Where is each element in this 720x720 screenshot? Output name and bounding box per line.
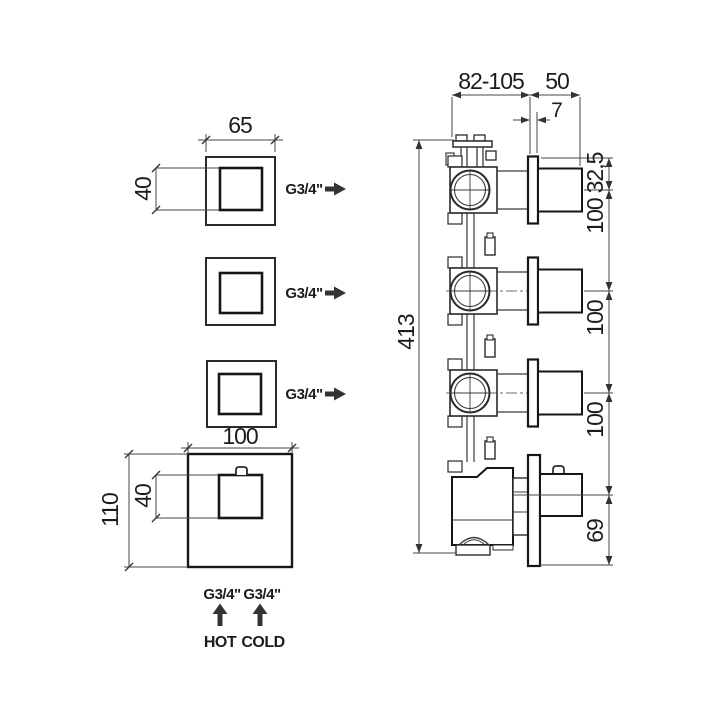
escutcheon-2 <box>205 257 276 326</box>
dim-width-65: 65 <box>198 112 283 152</box>
port-label-3: G3/4" <box>285 386 346 403</box>
escutcheon-1 <box>205 156 276 226</box>
dim-100b-label: 100 <box>582 300 608 336</box>
port-label-1: G3/4" <box>285 181 346 198</box>
dim-plate-110: 110 <box>97 449 188 572</box>
arrow-up-icon <box>212 603 228 626</box>
dim-plate-100: 100 <box>181 423 299 454</box>
dim-65-label: 65 <box>228 112 252 138</box>
valve-module-3 <box>446 358 584 428</box>
dim-82-105-label: 82-105 <box>458 68 524 94</box>
inlet-cold: G3/4" COLD <box>241 586 285 651</box>
inlet-hot: G3/4" HOT <box>203 586 241 651</box>
dim-chain-right: 32,5 100 100 100 69 <box>513 152 613 566</box>
arrow-right-icon <box>325 387 346 401</box>
dim-plate-handle-40: 40 <box>130 470 218 523</box>
port-label-2: G3/4" <box>285 285 346 302</box>
handle-tab <box>235 466 248 475</box>
front-view: 65 40 G3/4" G3/4" G3/4" <box>97 112 346 651</box>
side-view: 82-105 50 7 32,5 100 100 100 69 <box>393 68 613 568</box>
valve-module-1 <box>447 155 583 225</box>
service-fittings <box>484 232 496 460</box>
thermostat-tab <box>552 465 565 474</box>
dim-7-label: 7 <box>551 99 563 122</box>
port-1-thread: G3/4" <box>285 181 323 198</box>
port-3-thread: G3/4" <box>285 386 323 403</box>
arrow-up-icon <box>252 603 268 626</box>
escutcheon-3 <box>206 360 277 428</box>
thermostat-plate <box>186 452 294 569</box>
dim-total-height: 413 <box>393 139 456 554</box>
thermostat-module <box>447 453 583 568</box>
dim-110-label: 110 <box>97 493 123 527</box>
dim-100-label: 100 <box>222 423 258 449</box>
dim-handle-40: 40 <box>130 163 219 215</box>
port-2-thread: G3/4" <box>285 285 323 302</box>
dim-413-label: 413 <box>393 314 419 350</box>
dim-flange-7: 7 <box>513 99 563 153</box>
dim-depth: 82-105 50 <box>451 68 581 166</box>
dim-100a-label: 100 <box>582 198 608 234</box>
connection-pipes <box>466 213 475 462</box>
cold-thread: G3/4" <box>243 586 281 603</box>
hot-label: HOT <box>204 634 237 651</box>
hot-thread: G3/4" <box>203 586 241 603</box>
valve-module-2 <box>446 256 584 326</box>
dim-40b-label: 40 <box>130 484 156 508</box>
arrow-right-icon <box>325 286 346 300</box>
dim-100c-label: 100 <box>582 402 608 438</box>
arrow-right-icon <box>325 182 346 196</box>
dim-32-5-label: 32,5 <box>582 152 608 193</box>
cold-label: COLD <box>241 634 284 651</box>
dim-40-label: 40 <box>130 177 156 201</box>
dim-69-label: 69 <box>582 519 608 543</box>
dim-50-label: 50 <box>545 68 569 94</box>
